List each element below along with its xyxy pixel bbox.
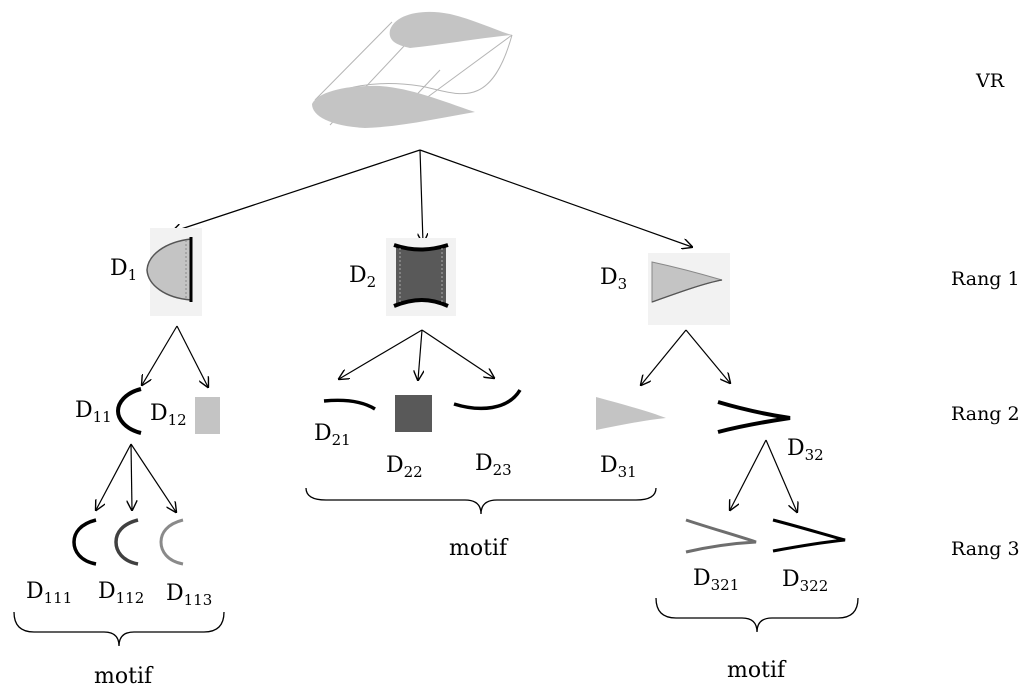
label-rang-2: Rang 2 (951, 403, 1020, 425)
label-d2: D2 (349, 263, 376, 291)
d321-shape (685, 518, 757, 554)
d31-shape (596, 397, 666, 430)
arrows-vr-to-rank1 (172, 149, 692, 247)
brace-left (13, 611, 225, 647)
label-d31: D31 (600, 453, 637, 481)
label-d111: D111 (26, 579, 72, 607)
brace-middle (305, 487, 657, 515)
d2-shape (386, 238, 456, 316)
label-d322: D322 (782, 567, 828, 595)
d3-shape (648, 253, 730, 325)
d322-shape (772, 518, 846, 553)
label-d113: D113 (166, 581, 212, 609)
d111-shape (72, 518, 97, 566)
d1-shape (146, 228, 202, 316)
arrows-rank2-to-rank3 (96, 439, 797, 512)
d23-shape (453, 388, 522, 411)
label-d12: D12 (150, 401, 187, 429)
d113-shape (159, 518, 184, 566)
label-d3: D3 (600, 265, 627, 293)
label-motif-middle: motif (449, 536, 509, 561)
d11-shape (115, 387, 142, 435)
label-d112: D112 (98, 579, 144, 607)
label-d32: D32 (787, 436, 824, 464)
d21-shape (323, 398, 376, 411)
label-rang-3: Rang 3 (951, 538, 1020, 560)
d12-shape (195, 397, 220, 434)
label-d1: D1 (110, 256, 137, 284)
label-motif-right: motif (727, 658, 787, 683)
d32-shape (717, 400, 791, 434)
label-vr: VR (975, 70, 1005, 92)
label-d23: D23 (475, 451, 512, 479)
label-d321: D321 (693, 566, 739, 594)
label-d11: D11 (75, 398, 112, 426)
d22-shape (395, 395, 432, 432)
label-d22: D22 (386, 453, 423, 481)
d112-shape (114, 518, 139, 566)
brace-right (655, 597, 859, 633)
vr-airfoil-shape (312, 11, 513, 128)
label-d21: D21 (314, 421, 351, 449)
label-rang-1: Rang 1 (951, 268, 1020, 290)
arrows-rank1-to-rank2 (142, 325, 730, 387)
label-motif-left: motif (94, 664, 154, 689)
